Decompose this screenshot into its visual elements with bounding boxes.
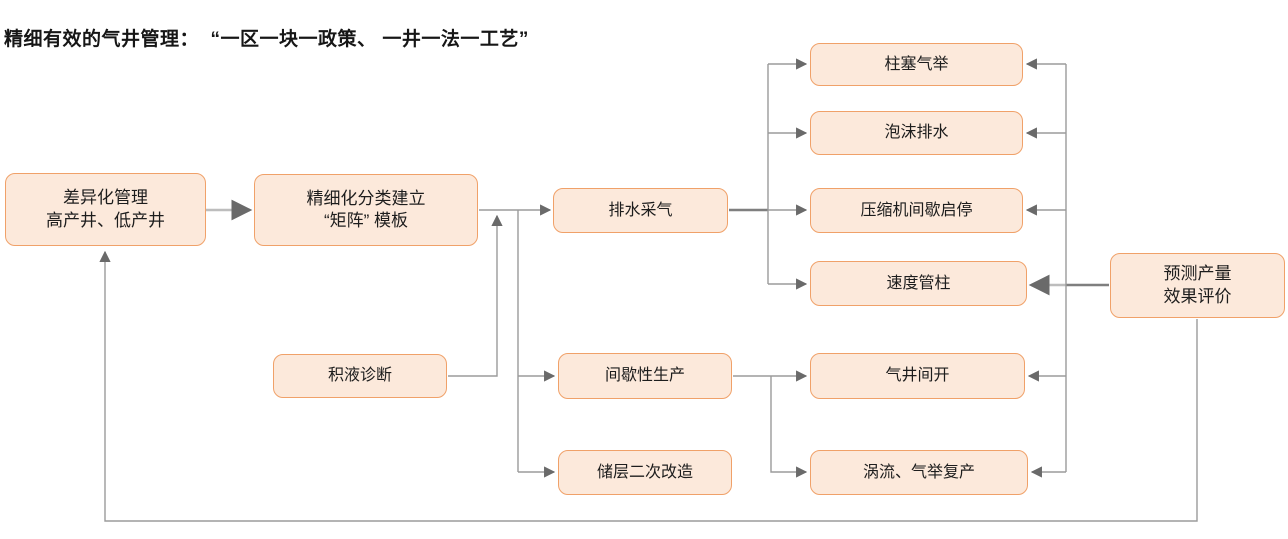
node-differential-management: 差异化管理 高产井、低产井 — [5, 173, 206, 246]
node-label: 间歇性生产 — [604, 367, 685, 385]
node-label-line1: 精细化分类建立 — [306, 188, 426, 208]
node-velocity-string: 速度管柱 — [810, 261, 1027, 306]
node-matrix-template: 精细化分类建立 “矩阵” 模板 — [254, 174, 478, 246]
node-intermittent-production: 间歇性生产 — [558, 353, 732, 399]
node-label: 储层二次改造 — [596, 463, 693, 481]
node-label: 柱塞气举 — [884, 55, 949, 73]
node-vortex-gas-lift-recovery: 涡流、气举复产 — [810, 450, 1028, 495]
node-label: 涡流、气举复产 — [862, 463, 975, 481]
node-foam-drainage: 泡沫排水 — [810, 111, 1023, 155]
node-drainage-gas-recovery: 排水采气 — [553, 188, 728, 233]
node-label-line2: 效果评价 — [1163, 286, 1232, 306]
connector-liquid-diagnosis-up — [448, 214, 503, 377]
node-label-line1: 预测产量 — [1163, 264, 1232, 284]
node-liquid-diagnosis: 积液诊断 — [273, 354, 447, 398]
node-label-line1: 差异化管理 — [63, 188, 148, 208]
node-plunger-lift: 柱塞气举 — [810, 43, 1023, 86]
node-gas-well-intermittent-opening: 气井间开 — [810, 353, 1025, 399]
page-title: 精细有效的气井管理： “一区一块一政策、 一井一法一工艺” — [4, 29, 529, 50]
node-label: 压缩机间歇启停 — [860, 201, 973, 219]
node-label: 积液诊断 — [327, 367, 392, 385]
node-prediction-evaluation: 预测产量 效果评价 — [1110, 253, 1285, 318]
connector-to-vortex-recovery — [770, 376, 808, 478]
node-label: 速度管柱 — [886, 274, 951, 292]
node-compressor-intermittent: 压缩机间歇启停 — [810, 188, 1023, 233]
node-label: 排水采气 — [608, 201, 673, 219]
node-label-line2: 高产井、低产井 — [46, 210, 165, 230]
node-label: 气井间开 — [885, 367, 950, 385]
node-label: 泡沫排水 — [884, 124, 949, 142]
node-label-line2: “矩阵” 模板 — [323, 211, 409, 230]
connector-feedback-loop — [99, 250, 1198, 522]
node-reservoir-restimulation: 储层二次改造 — [558, 450, 732, 495]
